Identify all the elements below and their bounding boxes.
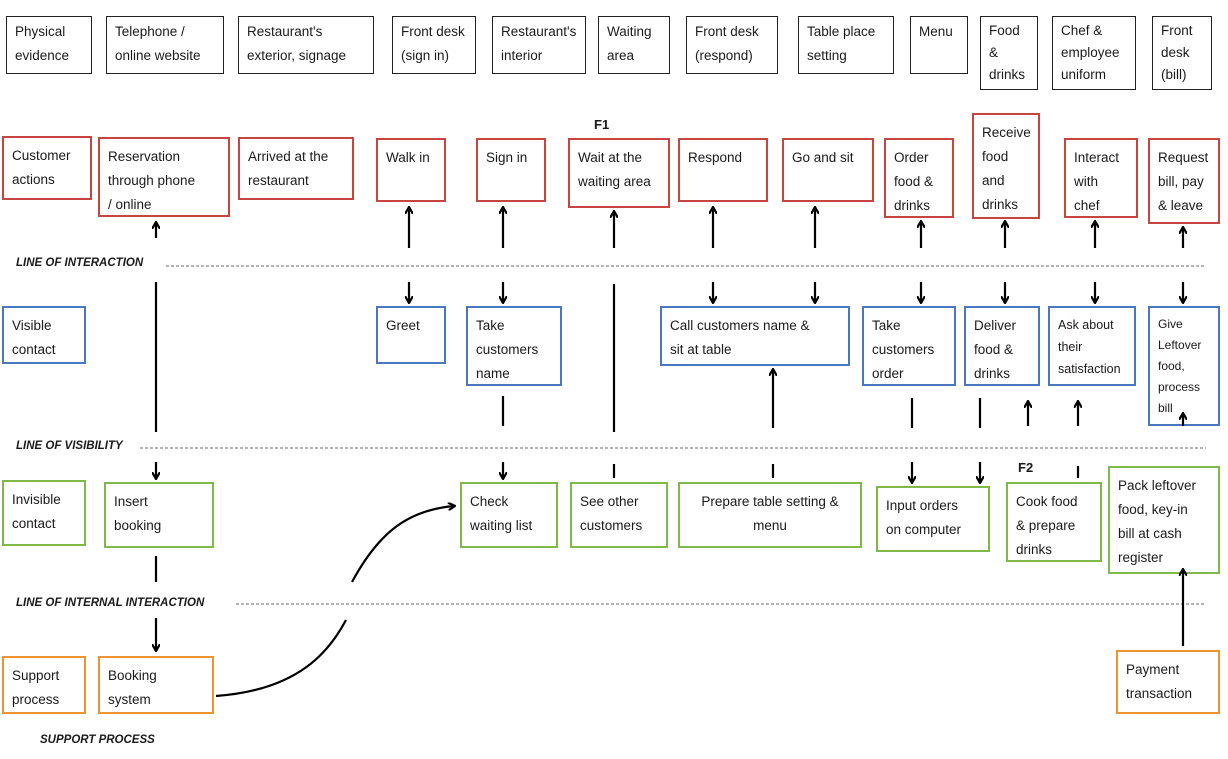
action-receive-food: Receive food and drinks: [972, 113, 1040, 219]
invisible-see-customers: See other customers: [570, 482, 668, 548]
action-request-bill: Request bill, pay & leave: [1148, 138, 1220, 224]
action-go-and-sit: Go and sit: [782, 138, 874, 202]
evidence-telephone-website: Telephone / online website: [106, 16, 224, 74]
invisible-cook-food: Cook food & prepare drinks: [1006, 482, 1102, 562]
visible-deliver-food: Deliver food & drinks: [964, 306, 1040, 386]
action-reservation: Reservation through phone / online: [98, 137, 230, 217]
action-sign-in: Sign in: [476, 138, 546, 202]
invisible-pack-leftover: Pack leftover food, key-in bill at cash …: [1108, 466, 1220, 574]
evidence-front-desk-respond: Front desk (respond): [686, 16, 778, 74]
evidence-table-place-setting: Table place setting: [798, 16, 894, 74]
line-of-visibility-label: LINE OF VISIBILITY: [16, 440, 123, 452]
evidence-restaurant-interior: Restaurant's interior: [492, 16, 586, 74]
invisible-insert-booking: Insert booking: [104, 482, 214, 548]
invisible-prepare-table: Prepare table setting & menu: [678, 482, 862, 548]
evidence-menu: Menu: [910, 16, 968, 74]
line-of-interaction-label: LINE OF INTERACTION: [16, 257, 144, 269]
evidence-front-desk-sign-in: Front desk (sign in): [392, 16, 476, 74]
action-wait: Wait at the waiting area: [568, 138, 670, 208]
visible-take-order: Take customers order: [862, 306, 956, 386]
fail-point-f2: F2: [1018, 460, 1034, 475]
line-of-internal-interaction-label: LINE OF INTERNAL INTERACTION: [16, 597, 205, 609]
support-payment-transaction: Payment transaction: [1116, 650, 1220, 714]
action-walk-in: Walk in: [376, 138, 446, 202]
invisible-input-orders: Input orders on computer: [876, 486, 990, 552]
action-interact-chef: Interact with chef: [1064, 138, 1138, 218]
visible-greet: Greet: [376, 306, 446, 364]
action-arrived: Arrived at the restaurant: [238, 137, 354, 200]
fail-point-f1: F1: [594, 117, 610, 132]
invisible-check-waiting-list: Check waiting list: [460, 482, 558, 548]
invisible-contact-label: Invisible contact: [2, 480, 86, 546]
action-respond: Respond: [678, 138, 768, 202]
visible-give-leftover: Give Leftover food, process bill: [1148, 306, 1220, 426]
evidence-food-drinks: Food & drinks: [980, 16, 1038, 90]
action-order: Order food & drinks: [884, 138, 954, 218]
dashed-divider-lines: [140, 265, 1206, 605]
evidence-exterior-signage: Restaurant's exterior, signage: [238, 16, 374, 74]
support-process-label: Support process: [2, 656, 86, 714]
visible-call-name: Call customers name & sit at table: [660, 306, 850, 366]
customer-actions-label: Customer actions: [2, 136, 92, 200]
curve-booking-to-waiting-list: [215, 619, 347, 698]
visible-take-name: Take customers name: [466, 306, 562, 386]
physical-evidence-label: Physical evidence: [6, 16, 92, 74]
curve-arrow-to-waiting-list: [351, 506, 454, 583]
support-process-section-label: SUPPORT PROCESS: [40, 734, 155, 746]
visible-ask-satisfaction: Ask about their satisfaction: [1048, 306, 1136, 386]
evidence-waiting-area: Waiting area: [598, 16, 670, 74]
support-booking-system: Booking system: [98, 656, 214, 714]
visible-contact-label: Visible contact: [2, 306, 86, 364]
evidence-chef-uniform: Chef & employee uniform: [1052, 16, 1136, 90]
evidence-front-desk-bill: Front desk (bill): [1152, 16, 1212, 90]
